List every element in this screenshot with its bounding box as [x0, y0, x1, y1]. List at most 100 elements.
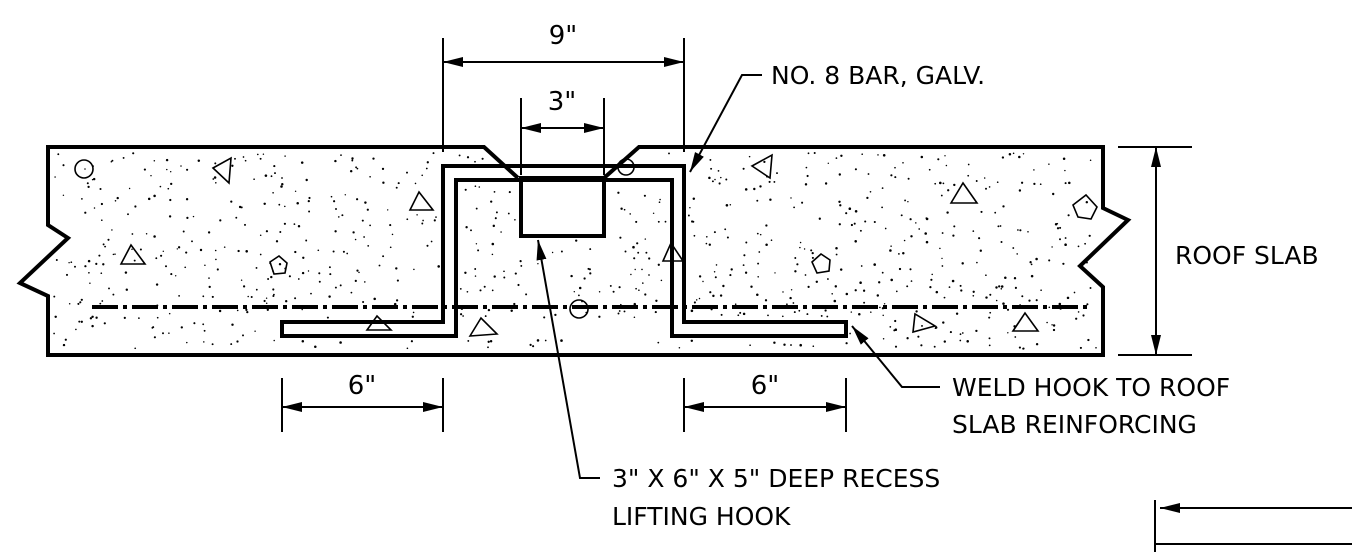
stipple-dot — [464, 188, 467, 191]
concrete-stipple — [53, 151, 1097, 350]
stipple-dot — [623, 208, 626, 211]
stipple-dot — [722, 284, 725, 288]
stipple-dot — [308, 196, 311, 200]
leader-line — [536, 239, 600, 479]
stipple-dot — [633, 316, 636, 318]
aggregate-triangle — [468, 316, 499, 337]
stipple-dot — [155, 283, 159, 286]
stipple-dot — [749, 344, 751, 347]
stipple-dot — [503, 276, 506, 279]
stipple-dot — [70, 261, 73, 264]
recess-callout-line2: LIFTING HOOK — [612, 502, 791, 531]
stipple-dot — [361, 219, 364, 222]
stipple-dot — [811, 251, 814, 255]
stipple-dot — [80, 320, 83, 323]
stipple-dot — [643, 194, 646, 197]
stipple-dot — [167, 187, 170, 190]
stipple-dot — [988, 337, 991, 340]
stipple-dot — [989, 311, 992, 314]
stipple-dot — [854, 289, 857, 292]
stipple-dot — [1030, 263, 1033, 266]
stipple-dot — [820, 314, 823, 317]
stipple-dot — [494, 217, 497, 220]
stipple-dot — [635, 287, 637, 290]
stipple-dot — [1046, 321, 1048, 324]
stipple-dot — [1013, 276, 1017, 280]
stipple-dot — [729, 203, 732, 206]
stipple-dot — [935, 290, 939, 294]
stipple-dot — [245, 250, 248, 253]
dimension-right-6-inch: 6" — [683, 371, 847, 432]
stipple-dot — [1012, 247, 1015, 249]
stipple-dot — [274, 172, 276, 175]
stipple-dot — [329, 273, 332, 276]
stipple-dot — [162, 332, 164, 335]
stipple-dot — [197, 159, 201, 163]
stipple-dot — [972, 290, 975, 293]
title-block-fragment — [1154, 500, 1352, 552]
stipple-dot — [412, 311, 415, 314]
stipple-dot — [288, 275, 291, 278]
stipple-dot — [122, 156, 125, 159]
stipple-dot — [369, 175, 371, 178]
stipple-dot — [334, 230, 337, 233]
stipple-dot — [799, 343, 802, 347]
stipple-dot — [773, 341, 776, 344]
stipple-dot — [575, 239, 578, 242]
stipple-dot — [211, 343, 214, 346]
stipple-dot — [301, 340, 305, 343]
stipple-dot — [272, 294, 275, 298]
stipple-dot — [898, 253, 900, 255]
stipple-dot — [145, 233, 148, 235]
stipple-dot — [474, 268, 477, 270]
stipple-dot — [305, 178, 308, 182]
stipple-dot — [397, 182, 400, 185]
stipple-dot — [491, 289, 494, 292]
stipple-dot — [177, 246, 181, 249]
stipple-dot — [710, 167, 713, 170]
stipple-dot — [985, 274, 987, 277]
stipple-dot — [493, 275, 496, 278]
roof-slab-label: ROOF SLAB — [1175, 241, 1319, 270]
stipple-dot — [180, 326, 183, 329]
stipple-dot — [988, 344, 991, 347]
stipple-dot — [459, 288, 462, 290]
stipple-dot — [238, 205, 242, 209]
stipple-dot — [937, 158, 940, 161]
stipple-dot — [131, 233, 134, 235]
stipple-dot — [474, 185, 477, 188]
stipple-dot — [165, 158, 169, 162]
stipple-dot — [301, 271, 305, 275]
aggregate-pebble — [569, 299, 589, 319]
stipple-dot — [57, 153, 60, 156]
stipple-dot — [437, 265, 440, 268]
stipple-dot — [953, 183, 956, 187]
stipple-dot — [959, 333, 962, 336]
stipple-dot — [74, 265, 76, 268]
stipple-dot — [636, 242, 639, 245]
stipple-dot — [477, 249, 480, 252]
stipple-dot — [904, 199, 907, 202]
stipple-dot — [100, 219, 103, 222]
stipple-dot — [810, 249, 813, 252]
weld-callout-line1: WELD HOOK TO ROOF — [952, 373, 1230, 402]
stipple-dot — [176, 248, 178, 250]
stipple-dot — [421, 174, 424, 177]
stipple-dot — [358, 271, 360, 274]
stipple-dot — [466, 156, 470, 159]
stipple-dot — [939, 247, 941, 250]
stipple-dot — [941, 257, 943, 260]
stipple-dot — [724, 228, 727, 231]
stipple-dot — [162, 250, 165, 253]
stipple-dot — [1089, 159, 1092, 162]
stipple-dot — [774, 272, 776, 274]
stipple-dot — [644, 293, 647, 296]
stipple-dot — [687, 214, 690, 217]
stipple-dot — [827, 162, 830, 165]
stipple-dot — [884, 227, 887, 230]
stipple-dot — [764, 299, 768, 302]
stipple-dot — [1056, 227, 1060, 230]
stipple-dot — [1007, 332, 1009, 334]
stipple-dot — [720, 176, 722, 179]
stipple-dot — [332, 250, 335, 253]
